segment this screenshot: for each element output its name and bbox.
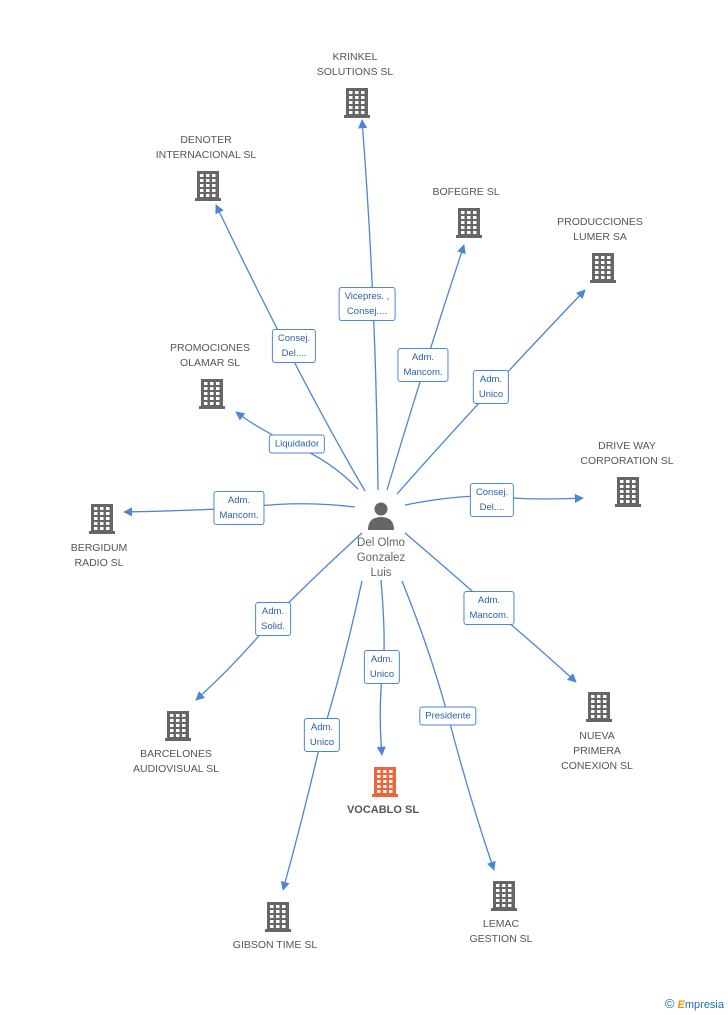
building-icon-gibson[interactable] xyxy=(265,902,291,932)
building-icon-lemac[interactable] xyxy=(491,881,517,911)
edge-label-producciones[interactable]: Adm. Unico xyxy=(472,370,510,404)
company-name-bofegre[interactable]: BOFEGRE SL xyxy=(432,186,500,198)
edge-line-denoter xyxy=(215,204,366,492)
edge-label-denoter[interactable]: Consej. Del.... xyxy=(271,329,317,363)
edge-label-gibson[interactable]: Adm. Unico xyxy=(303,718,341,752)
company-name-nueva[interactable]: NUEVA PRIMERA CONEXION SL xyxy=(561,730,633,772)
company-name-producciones[interactable]: PRODUCCIONES LUMER SA xyxy=(557,216,643,243)
building-icon-bergidum[interactable] xyxy=(89,504,115,534)
edge-label-bofegre[interactable]: Adm. Mancom. xyxy=(397,348,449,382)
building-icon-promociones[interactable] xyxy=(199,379,225,409)
brand-watermark: © Empresia xyxy=(664,996,724,1011)
building-icon-nueva[interactable] xyxy=(586,692,612,722)
building-icon-vocablo[interactable] xyxy=(372,767,398,797)
edge-label-driveway[interactable]: Consej. Del.... xyxy=(469,483,515,517)
company-name-driveway[interactable]: DRIVE WAY CORPORATION SL xyxy=(580,440,674,467)
company-name-barcelones[interactable]: BARCELONES AUDIOVISUAL SL xyxy=(133,748,219,775)
building-icon-bofegre[interactable] xyxy=(456,208,482,238)
company-name-gibson[interactable]: GIBSON TIME SL xyxy=(232,939,318,951)
company-name-lemac[interactable]: LEMAC GESTION SL xyxy=(469,918,533,945)
edge-label-vocablo[interactable]: Adm. Unico xyxy=(363,650,401,684)
edge-label-krinkel[interactable]: Vicepres. , Consej.... xyxy=(338,287,396,321)
person-icon[interactable] xyxy=(368,502,394,531)
edge-label-bergidum[interactable]: Adm. Mancom. xyxy=(213,491,265,525)
edge-label-promociones[interactable]: Liquidador xyxy=(268,434,326,454)
edge-label-barcelones[interactable]: Adm. Solid. xyxy=(255,602,291,636)
person-name[interactable]: Del Olmo Gonzalez Luis xyxy=(356,537,406,579)
company-name-bergidum[interactable]: BERGIDUM RADIO SL xyxy=(70,542,128,569)
edge-label-nueva[interactable]: Adm. Mancom. xyxy=(463,591,515,625)
building-icon-krinkel[interactable] xyxy=(344,88,370,118)
edge-label-lemac[interactable]: Presidente xyxy=(419,706,477,726)
building-icon-driveway[interactable] xyxy=(615,477,641,507)
company-name-denoter[interactable]: DENOTER INTERNACIONAL SL xyxy=(155,134,257,161)
company-name-promociones[interactable]: PROMOCIONES OLAMAR SL xyxy=(170,342,250,369)
company-name-vocablo[interactable]: VOCABLO SL xyxy=(346,804,420,816)
building-icon-producciones[interactable] xyxy=(590,253,616,283)
company-name-krinkel[interactable]: KRINKEL SOLUTIONS SL xyxy=(316,51,394,78)
building-icon-barcelones[interactable] xyxy=(165,711,191,741)
building-icon-denoter[interactable] xyxy=(195,171,221,201)
